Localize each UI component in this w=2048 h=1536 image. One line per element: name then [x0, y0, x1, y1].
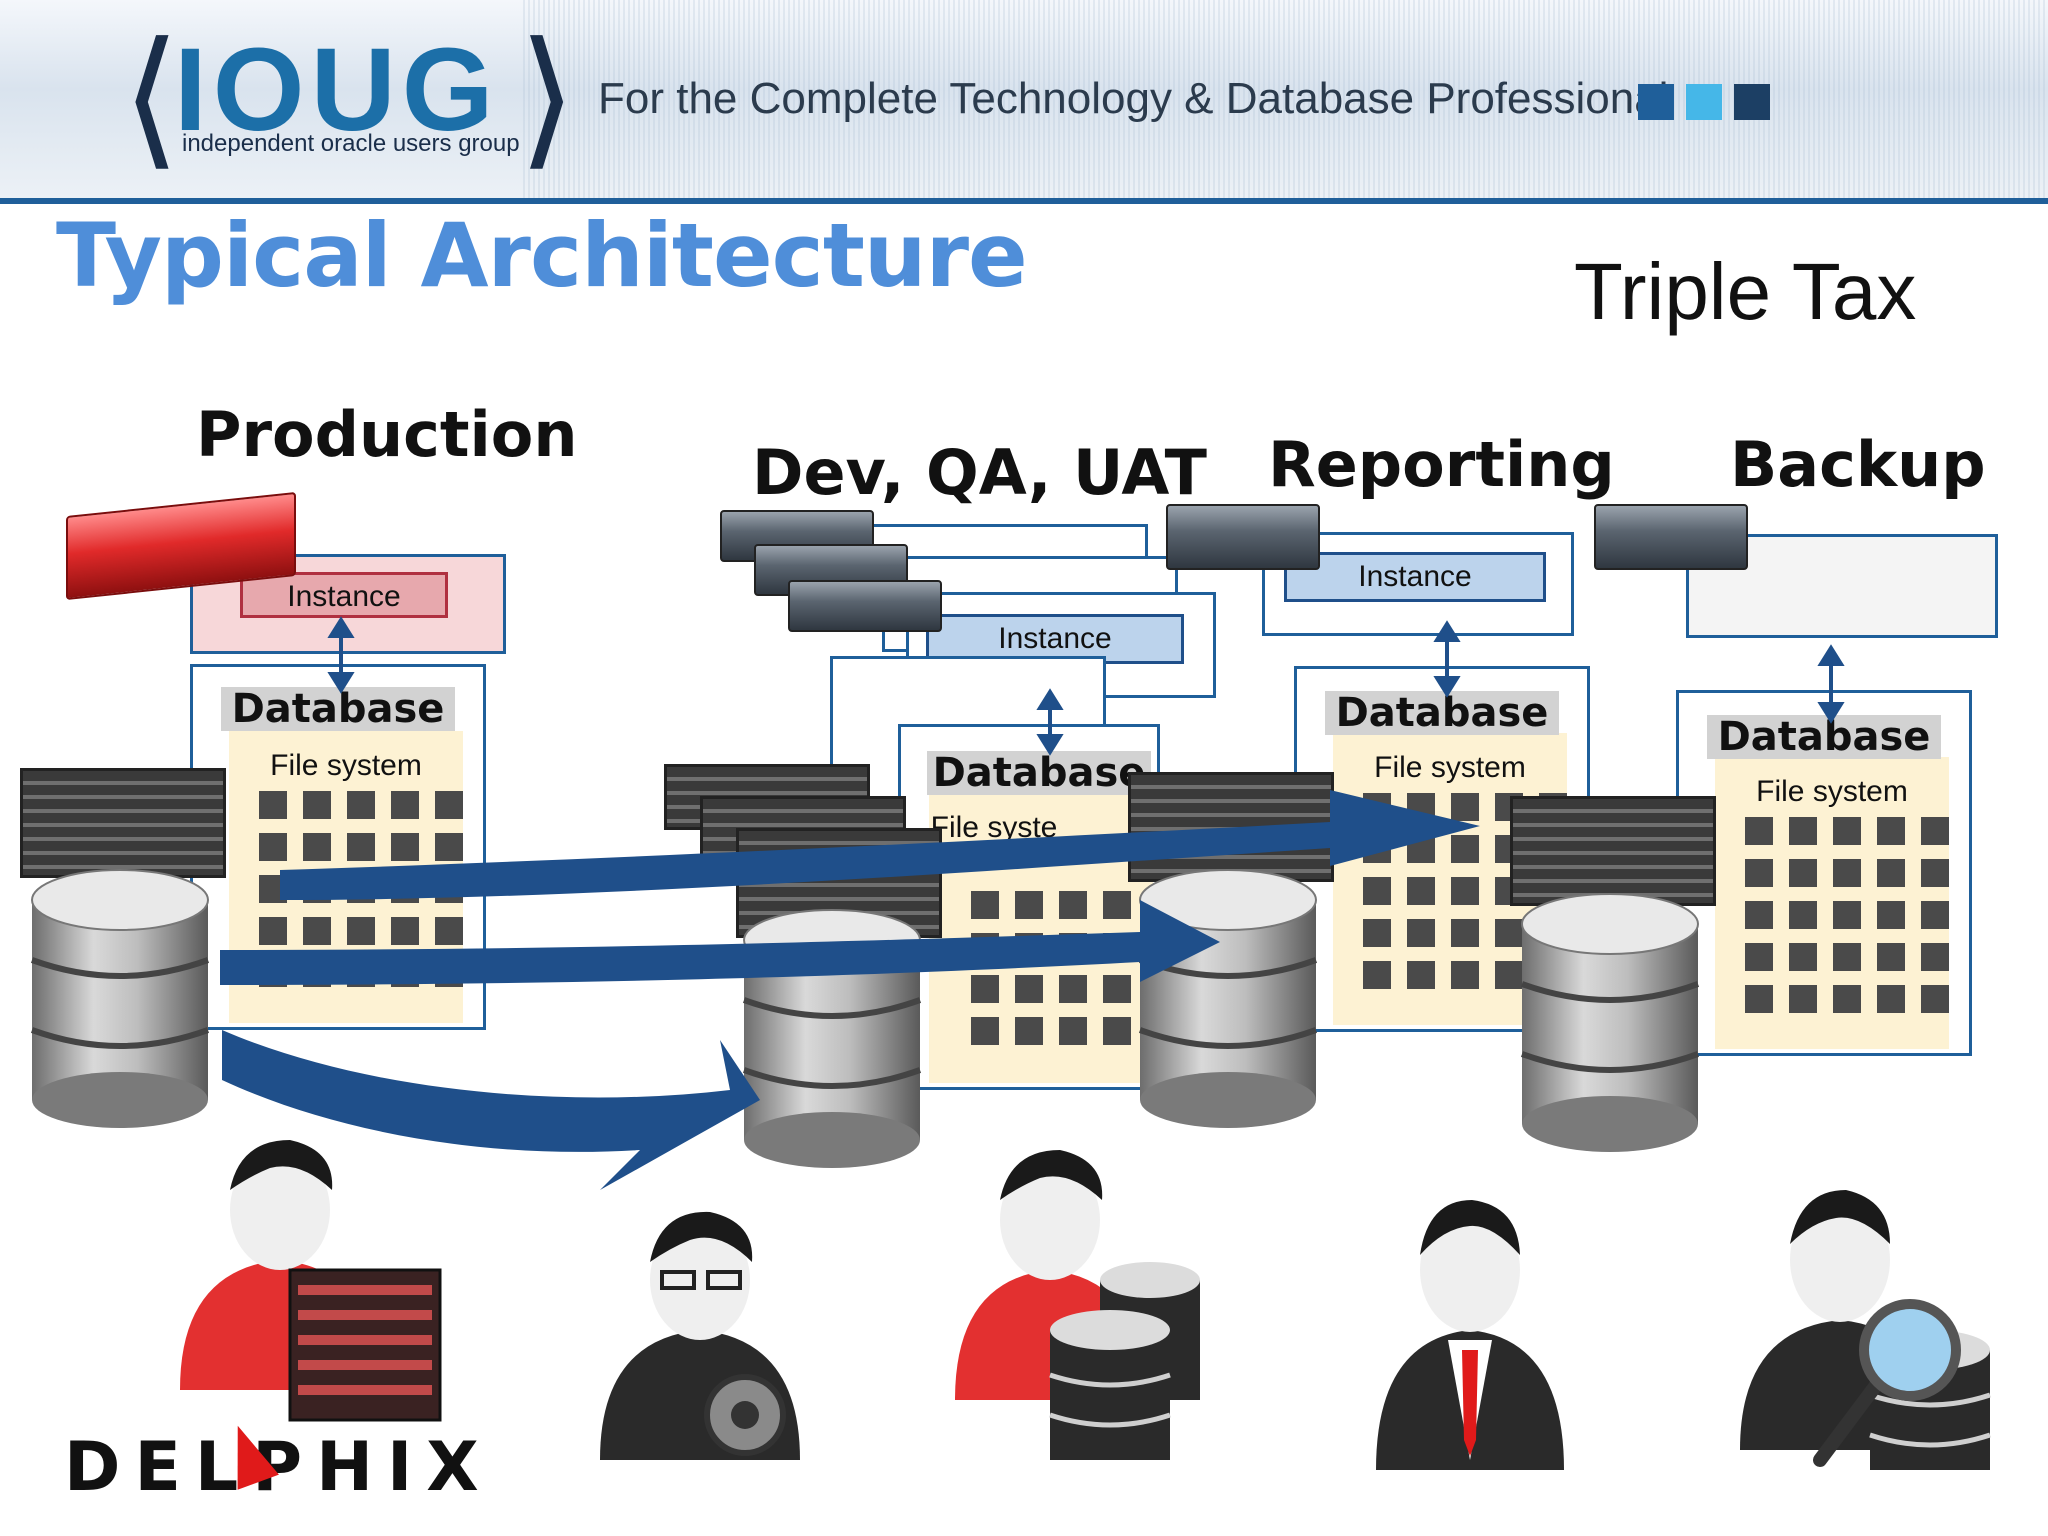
header-banner: ⟨ IOUG ⟩ independent oracle users group … — [0, 0, 2048, 204]
backup-database-panel: Database File system — [1676, 690, 1972, 1056]
logo-subtitle: independent oracle users group — [182, 130, 520, 157]
dev-database-label: Database — [927, 751, 1151, 795]
reporting-database-label: Database — [1325, 691, 1559, 735]
production-instance-box: Instance — [240, 572, 448, 618]
slide-title: Typical Architecture — [56, 204, 1028, 307]
copy-arrow-icon — [220, 790, 1480, 1190]
magnifier-icon — [1813, 1299, 1961, 1467]
reporting-database-cylinder-icon — [1138, 869, 1318, 1128]
env-label-backup: Backup — [1730, 428, 1986, 501]
user-icon-backup-admin — [1740, 1190, 1991, 1470]
link-arrow-icon — [327, 616, 1845, 756]
user-icon-tester — [955, 1150, 1200, 1460]
accent-square-icon — [1734, 84, 1770, 120]
production-filesystem-label: File system — [270, 749, 422, 782]
logo-left-bracket-icon: ⟨ — [122, 11, 181, 185]
user-icon-dba — [180, 1140, 442, 1422]
backup-server-icon — [1594, 504, 1748, 570]
production-database-label: Database — [221, 687, 455, 731]
backup-filesystem-label: File system — [1756, 775, 1908, 808]
env-label-reporting: Reporting — [1268, 428, 1615, 501]
logo-right-bracket-icon: ⟩ — [518, 11, 577, 185]
logo-text: IOUG — [174, 24, 500, 156]
database-stack-icon — [1049, 1262, 1200, 1460]
uat-server-icon — [788, 580, 942, 632]
env-label-dev-qa-uat: Dev, QA, UAT — [752, 436, 1207, 509]
env-label-production: Production — [196, 398, 578, 471]
backup-storage-rack-icon — [1510, 796, 1716, 906]
reporting-instance-box: Instance — [1284, 552, 1546, 602]
backup-database-label: Database — [1707, 715, 1941, 759]
slide-subtitle: Triple Tax — [1574, 247, 1917, 336]
reporting-filesystem-label: File system — [1374, 751, 1526, 784]
accent-square-icon — [1638, 84, 1674, 120]
delphix-logo: DELPHIX — [64, 1428, 493, 1507]
user-icon-analyst — [1376, 1200, 1564, 1470]
tagline: For the Complete Technology & Database P… — [598, 74, 1669, 123]
reporting-server-icon — [1166, 504, 1320, 570]
backup-file-grid — [1745, 817, 1949, 1013]
accent-square-icon — [1686, 84, 1722, 120]
user-icon-developer — [600, 1211, 800, 1460]
backup-database-cylinder-icon — [1520, 893, 1700, 1152]
production-storage-rack-icon — [20, 768, 226, 878]
production-database-cylinder-icon — [30, 869, 210, 1128]
header-texture — [520, 0, 2048, 198]
